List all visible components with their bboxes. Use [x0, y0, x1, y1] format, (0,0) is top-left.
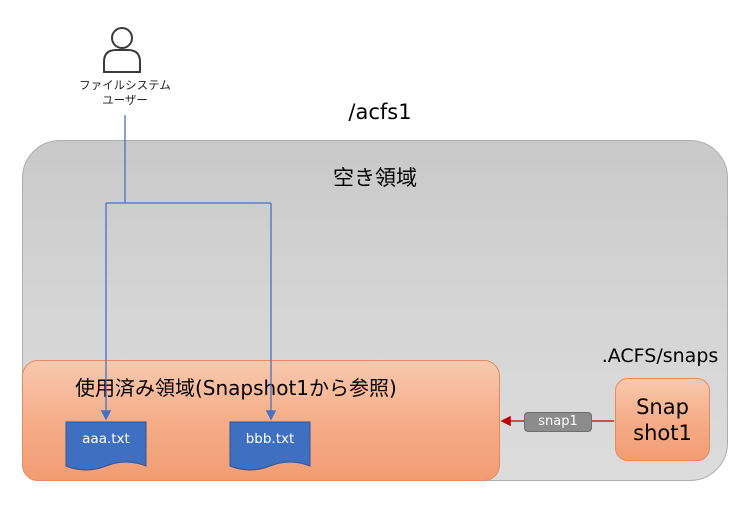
user-label-line2: ユーザー — [102, 93, 148, 107]
user-connector — [100, 115, 277, 421]
snapshot-label: Snap shot1 — [633, 394, 692, 445]
used-area-label: 使用済み領域(Snapshot1から参照) — [75, 376, 397, 400]
file-label-bbb: bbb.txt — [245, 431, 295, 447]
user-label: ファイルシステム ユーザー — [70, 78, 180, 108]
document-icon — [229, 421, 311, 471]
user-label-line1: ファイルシステム — [79, 78, 171, 92]
root-directory-label: /acfs1 — [348, 100, 412, 124]
free-area-label: 空き領域 — [333, 166, 417, 190]
snaps-directory-label: .ACFS/snaps — [601, 345, 719, 367]
user-icon — [103, 27, 141, 73]
document-icon — [65, 421, 147, 471]
snapshot-box: Snap shot1 — [615, 378, 710, 461]
snap-tag: snap1 — [524, 412, 592, 432]
file-label-aaa: aaa.txt — [82, 431, 130, 447]
